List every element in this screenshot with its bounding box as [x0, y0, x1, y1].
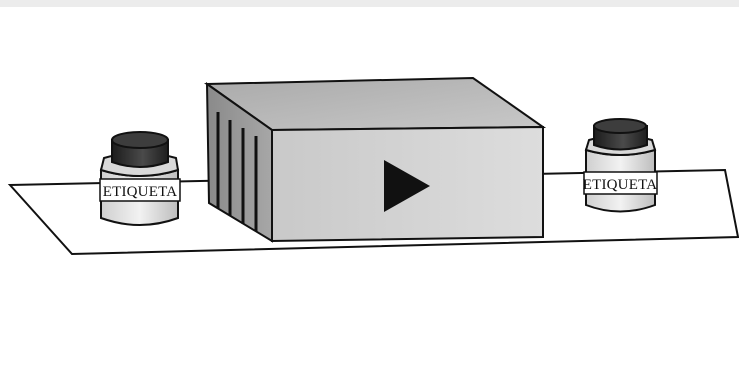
right-jar-cap-top	[593, 118, 647, 134]
machine-vents	[216, 112, 258, 231]
right-jar: ETIQUETA	[583, 118, 658, 213]
left-jar-label-text: ETIQUETA	[103, 184, 178, 200]
play-triangle-icon	[384, 160, 430, 212]
right-jar-label-text: ETIQUETA	[583, 177, 658, 193]
left-jar-label	[99, 178, 181, 202]
top-band	[0, 0, 739, 7]
right-jar-label	[583, 171, 658, 195]
left-jar-cap-top	[111, 131, 169, 149]
labeling-machine	[203, 76, 547, 243]
left-jar: ETIQUETA	[99, 131, 181, 226]
